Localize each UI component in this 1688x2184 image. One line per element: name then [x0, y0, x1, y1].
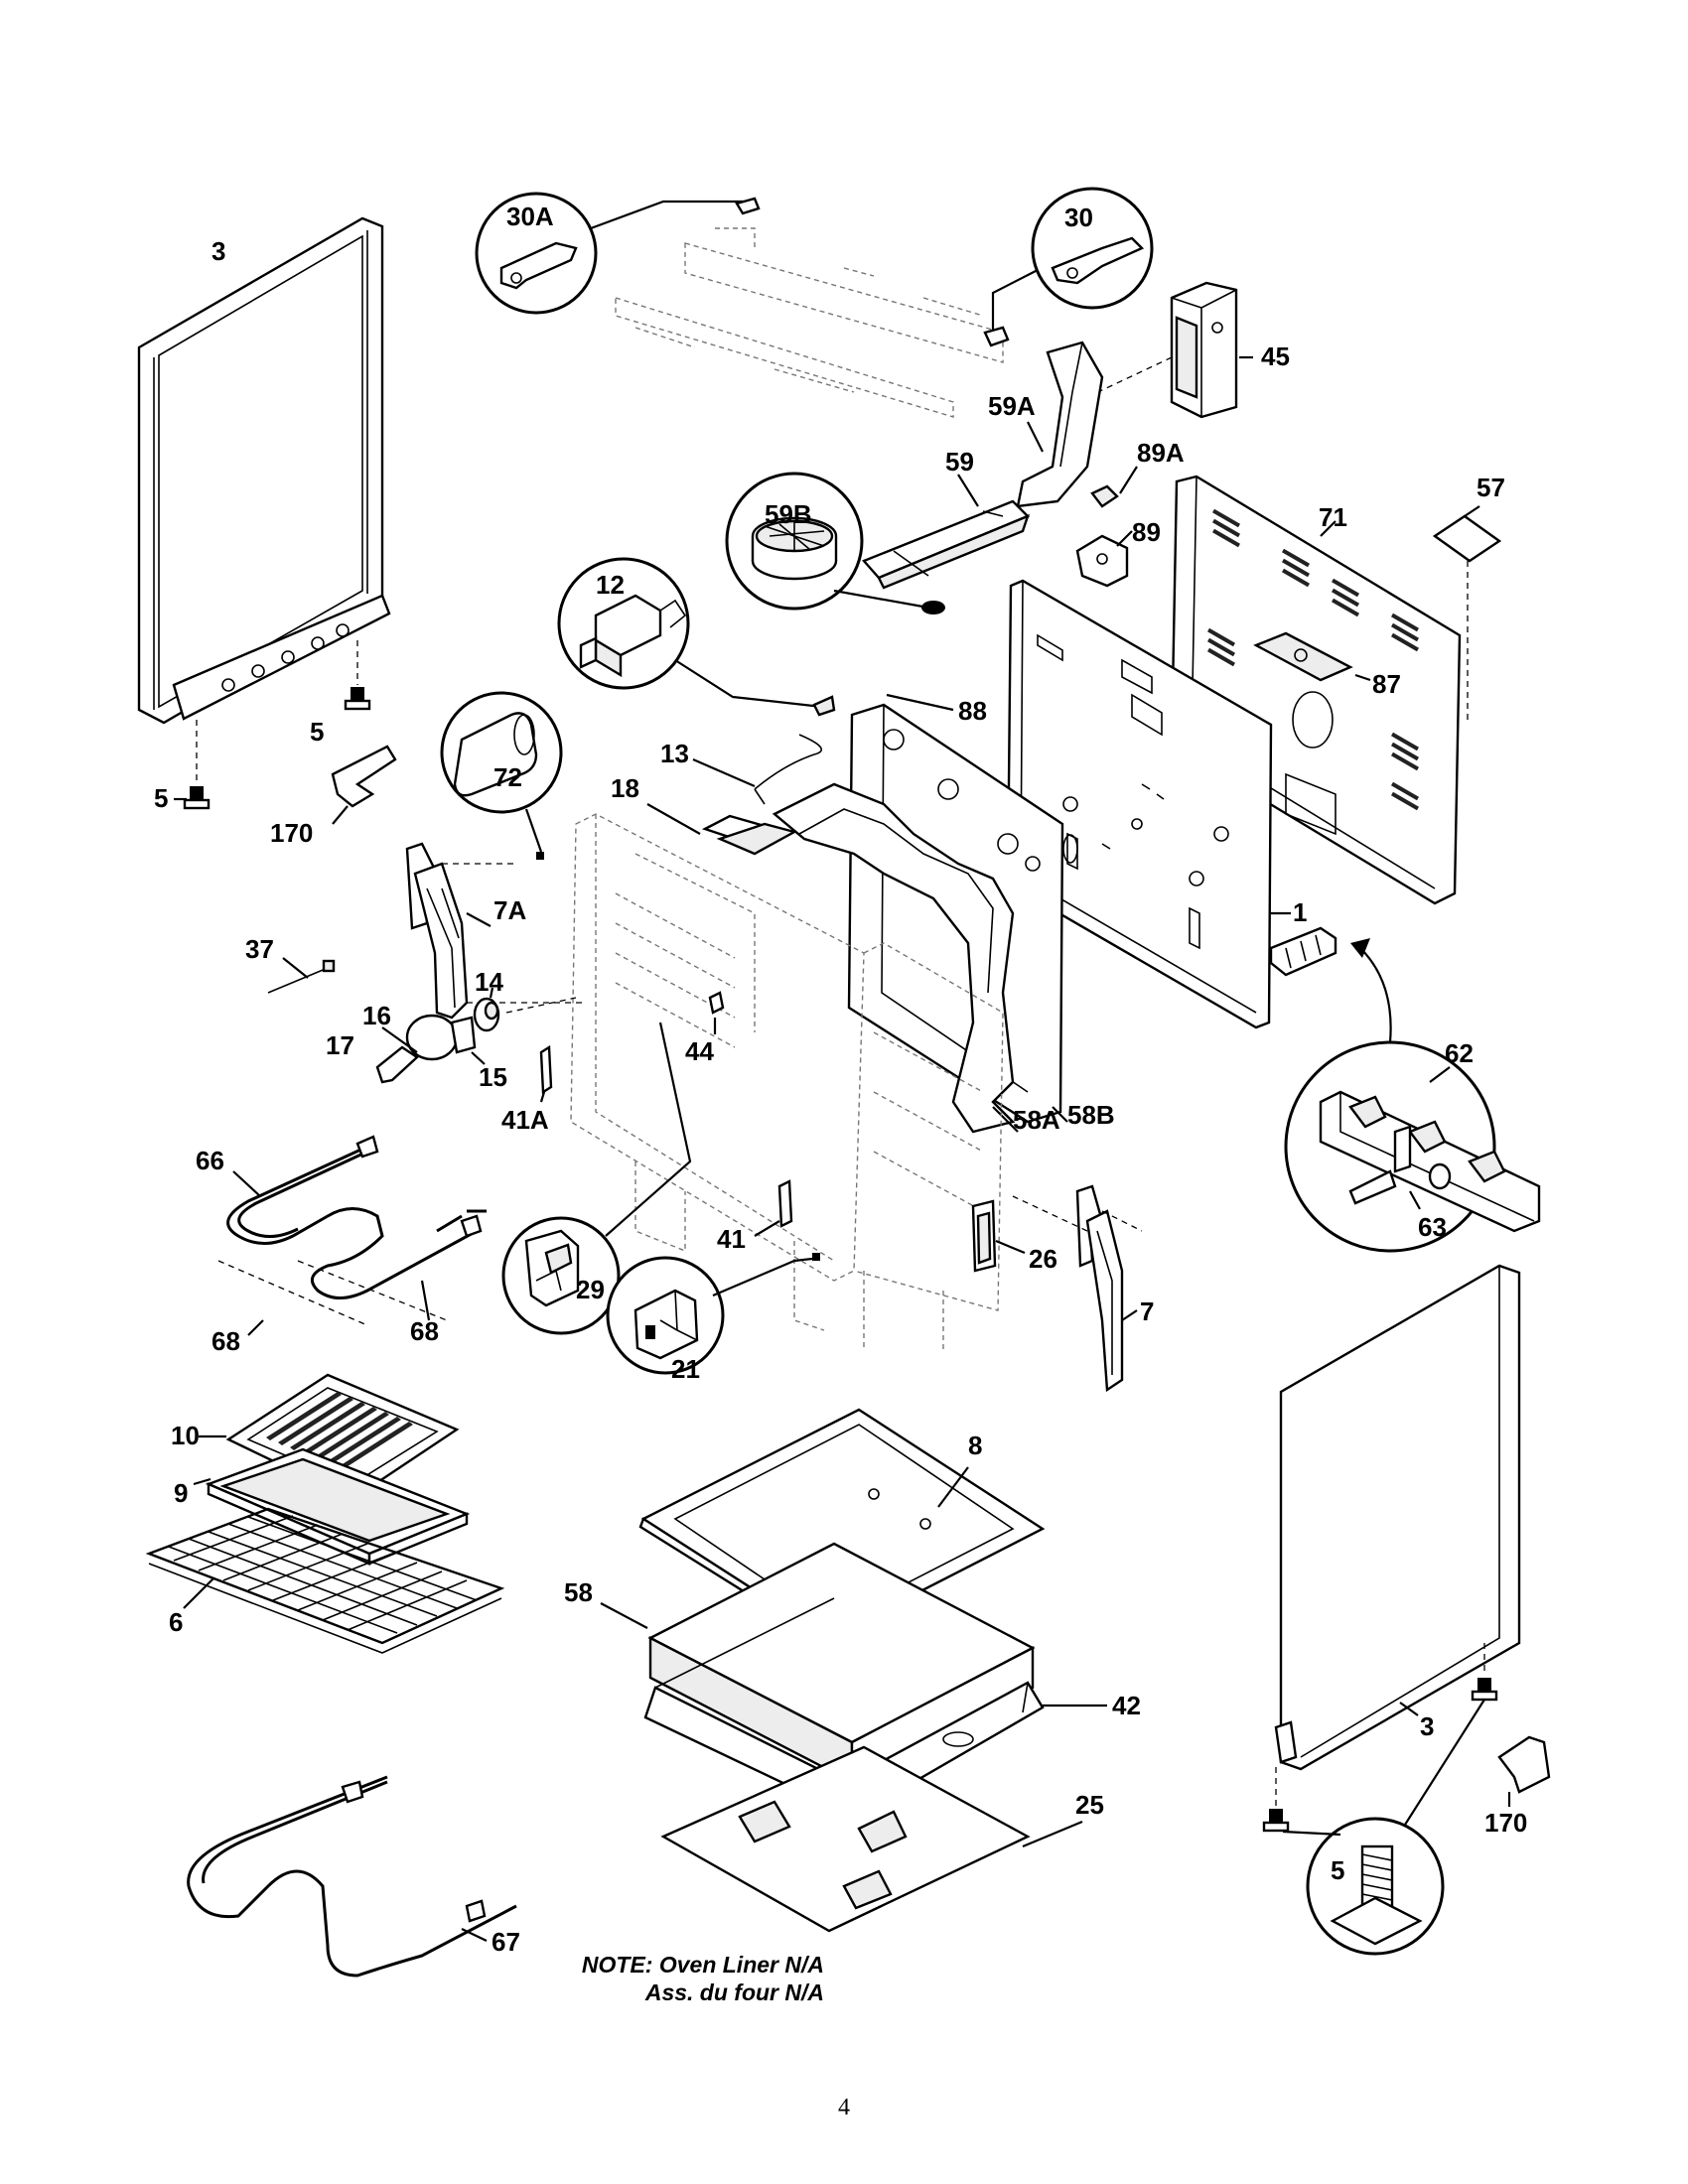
side-panel-left	[137, 216, 391, 725]
label-5-c: 5	[1331, 1855, 1344, 1885]
label-63: 63	[1418, 1212, 1447, 1242]
label-67: 67	[492, 1927, 520, 1957]
part-lamp-assembly	[375, 987, 577, 1084]
bracket-170-right	[1497, 1735, 1551, 1807]
callout-21	[606, 1253, 820, 1375]
label-18: 18	[611, 773, 639, 803]
label-41: 41	[717, 1224, 746, 1254]
label-42: 42	[1112, 1691, 1141, 1720]
part-10-broiler-grid	[199, 1373, 460, 1501]
part-59a-duct	[1016, 341, 1104, 508]
label-17: 17	[326, 1030, 354, 1060]
part-59-duct	[861, 474, 1031, 590]
oven-liner-ghost	[570, 813, 1004, 1350]
label-59a: 59A	[988, 391, 1036, 421]
label-62: 62	[1445, 1038, 1474, 1068]
part-45-vent-box	[1086, 281, 1253, 419]
label-3-right: 3	[1420, 1711, 1434, 1741]
leveling-screw-right	[1262, 1643, 1498, 1956]
label-58: 58	[564, 1577, 593, 1607]
part-labels: 3 5 5 170 30A 30 45 59A 89A 59 57 59B 71…	[154, 202, 1527, 1957]
label-59b: 59B	[765, 499, 812, 529]
label-15: 15	[479, 1062, 507, 1092]
label-3-left: 3	[211, 236, 225, 266]
label-1: 1	[1293, 897, 1307, 927]
label-89a: 89A	[1137, 438, 1185, 468]
label-59: 59	[945, 447, 974, 477]
label-89: 89	[1132, 517, 1161, 547]
page-number: 4	[838, 2095, 850, 2120]
part-67-bake-element	[187, 1775, 517, 1978]
callout-59b	[725, 472, 945, 614]
side-panel-right	[1274, 1264, 1521, 1771]
callout-72	[440, 691, 563, 860]
label-9: 9	[174, 1478, 188, 1508]
label-8: 8	[968, 1431, 982, 1460]
callout-29	[501, 1022, 692, 1335]
label-170-right: 170	[1484, 1808, 1527, 1838]
cooktop-frame-ghost	[615, 227, 1004, 418]
bracket-170-left	[331, 745, 397, 825]
part-89-bracket	[1075, 530, 1133, 588]
label-58a: 58A	[1013, 1105, 1060, 1135]
callout-30a	[475, 192, 761, 315]
part-41-clip	[754, 1179, 793, 1237]
label-71: 71	[1319, 502, 1347, 532]
part-41a-clip	[539, 1044, 553, 1103]
label-72: 72	[493, 762, 522, 792]
label-5-a: 5	[310, 717, 324, 747]
label-13: 13	[660, 739, 689, 768]
label-6: 6	[169, 1607, 183, 1637]
part-26-hinge	[971, 1199, 1026, 1273]
label-58b: 58B	[1067, 1100, 1115, 1130]
label-26: 26	[1029, 1244, 1057, 1274]
callout-12	[557, 557, 836, 717]
part-87-plate	[1253, 631, 1371, 682]
part-89a-clip	[1090, 466, 1138, 508]
part-44-clip	[708, 991, 725, 1034]
label-88: 88	[958, 696, 987, 726]
label-29: 29	[576, 1275, 605, 1304]
label-41a: 41A	[501, 1105, 549, 1135]
note-line-2: Ass. du four N/A	[644, 1979, 824, 2005]
label-30: 30	[1064, 203, 1093, 232]
label-10: 10	[171, 1421, 200, 1450]
label-45: 45	[1261, 341, 1290, 371]
label-66: 66	[196, 1146, 224, 1175]
part-13-probe-line	[646, 734, 823, 856]
label-44: 44	[685, 1036, 714, 1066]
part-25-bottom-panel	[660, 1745, 1083, 1933]
part-57-label	[1432, 505, 1502, 725]
label-57: 57	[1477, 473, 1505, 502]
label-170-left: 170	[270, 818, 313, 848]
leveling-screw-left	[174, 640, 371, 810]
label-87: 87	[1372, 669, 1401, 699]
callout-62-63	[1269, 926, 1541, 1253]
part-6-oven-rack	[145, 1507, 505, 1654]
note-block: NOTE: Oven Liner N/A Ass. du four N/A	[582, 1952, 824, 2005]
label-68-a: 68	[211, 1326, 240, 1356]
part-7a-rack-guide	[405, 842, 586, 1020]
label-30a: 30A	[506, 202, 554, 231]
note-line-1: NOTE: Oven Liner N/A	[582, 1952, 824, 1978]
label-25: 25	[1075, 1790, 1104, 1820]
label-16: 16	[362, 1001, 391, 1030]
label-14: 14	[475, 967, 503, 997]
label-5-b: 5	[154, 783, 168, 813]
part-37-wire	[267, 957, 336, 994]
part-58a-58b-wrap	[772, 782, 1068, 1134]
label-21: 21	[671, 1354, 700, 1384]
part-66-broil-element	[217, 1135, 487, 1336]
label-68-b: 68	[410, 1316, 439, 1346]
part-7-rack-guide	[1012, 1184, 1143, 1393]
label-7: 7	[1140, 1297, 1154, 1326]
callout-30	[983, 187, 1154, 347]
label-7a: 7A	[493, 895, 526, 925]
label-12: 12	[596, 570, 625, 600]
label-37: 37	[245, 934, 274, 964]
